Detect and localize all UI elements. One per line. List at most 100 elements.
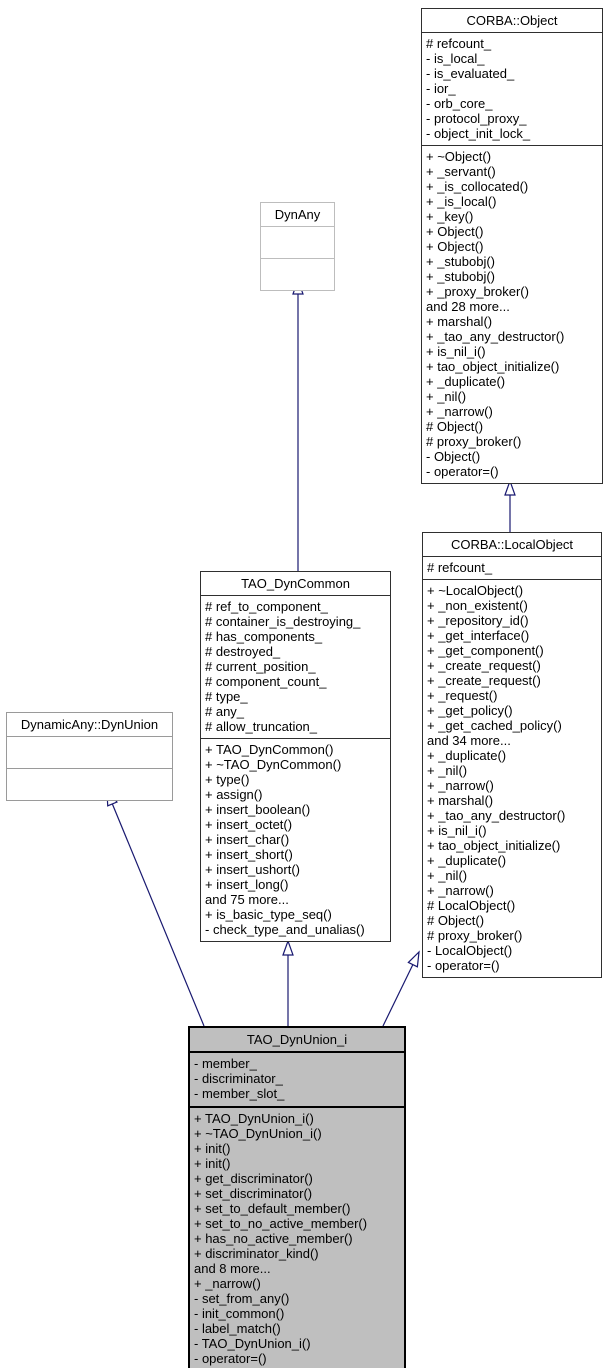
member-row: # allow_truncation_ — [205, 719, 318, 734]
member-row: and 28 more... — [426, 299, 510, 314]
member-row: - init_common() — [194, 1306, 285, 1321]
member-row: + tao_object_initialize() — [427, 838, 561, 853]
member-row: + is_nil_i() — [426, 344, 486, 359]
member-row: # refcount_ — [426, 36, 492, 51]
member-row: + type() — [205, 772, 250, 787]
member-row: + set_discriminator() — [194, 1186, 313, 1201]
member-row: + ~TAO_DynCommon() — [205, 757, 342, 772]
member-row: + _narrow() — [427, 778, 494, 793]
class-box-corba-localobject[interactable]: CORBA::LocalObject # refcount_ + ~LocalO… — [422, 532, 602, 978]
edge-dynunion-i-to-dynamicany-dynunion — [106, 789, 205, 1027]
member-row: - discriminator_ — [194, 1071, 283, 1086]
member-row: # has_components_ — [205, 629, 323, 644]
member-row: - operator=() — [427, 958, 500, 973]
member-row: - ior_ — [426, 81, 456, 96]
member-row: + _duplicate() — [427, 748, 507, 763]
member-row: - is_local_ — [426, 51, 485, 66]
member-row: + _repository_id() — [427, 613, 529, 628]
member-row: + _stubobj() — [426, 254, 496, 269]
member-row: + Object() — [426, 239, 484, 254]
member-row: + insert_short() — [205, 847, 293, 862]
member-row: - operator=() — [194, 1351, 267, 1366]
attributes-section: # refcount_- is_local_- is_evaluated_- i… — [422, 32, 602, 145]
methods-section: + TAO_DynUnion_i()+ ~TAO_DynUnion_i()+ i… — [190, 1106, 404, 1368]
member-row: + _proxy_broker() — [426, 284, 529, 299]
member-row: + _nil() — [426, 389, 467, 404]
member-row: + _narrow() — [426, 404, 493, 419]
member-row: + _create_request() — [427, 673, 541, 688]
class-title: CORBA::Object — [466, 13, 558, 28]
member-row: # current_position_ — [205, 659, 316, 674]
member-row: + marshal() — [427, 793, 494, 808]
member-row: + init() — [194, 1141, 231, 1156]
methods-section: + TAO_DynCommon()+ ~TAO_DynCommon()+ typ… — [201, 738, 390, 941]
edge-dynunion-i-to-corba-localobject — [382, 950, 420, 1027]
class-box-tao-dyncommon[interactable]: TAO_DynCommon # ref_to_component_# conta… — [200, 571, 391, 942]
class-box-dynany[interactable]: DynAny — [260, 202, 335, 291]
attributes-section: # refcount_ — [423, 556, 601, 579]
member-row: + insert_boolean() — [205, 802, 311, 817]
member-row: # refcount_ — [427, 560, 493, 575]
class-box-corba-object[interactable]: CORBA::Object # refcount_- is_local_- is… — [421, 8, 603, 484]
member-row: + _tao_any_destructor() — [426, 329, 565, 344]
member-row: + set_to_default_member() — [194, 1201, 351, 1216]
member-row: - LocalObject() — [427, 943, 513, 958]
member-row: + is_basic_type_seq() — [205, 907, 332, 922]
attributes-section: - member_- discriminator_- member_slot_ — [190, 1051, 404, 1106]
member-row: - object_init_lock_ — [426, 126, 531, 141]
member-row: # LocalObject() — [427, 898, 516, 913]
member-row: # proxy_broker() — [426, 434, 522, 449]
methods-section: + ~Object()+ _servant()+ _is_collocated(… — [422, 145, 602, 483]
member-row: + _nil() — [427, 868, 468, 883]
member-row: + TAO_DynUnion_i() — [194, 1111, 314, 1126]
member-row: # any_ — [205, 704, 245, 719]
member-row: + TAO_DynCommon() — [205, 742, 334, 757]
member-row: - check_type_and_unalias() — [205, 922, 365, 937]
member-row: + discriminator_kind() — [194, 1246, 319, 1261]
member-row: + insert_octet() — [205, 817, 293, 832]
member-row: and 75 more... — [205, 892, 289, 907]
member-row: + get_discriminator() — [194, 1171, 313, 1186]
class-title: TAO_DynCommon — [241, 576, 350, 591]
member-row: - Object() — [426, 449, 481, 464]
member-row: + has_no_active_member() — [194, 1231, 353, 1246]
member-row: - member_ — [194, 1056, 257, 1071]
member-row: + _tao_any_destructor() — [427, 808, 566, 823]
member-row: + is_nil_i() — [427, 823, 487, 838]
class-box-dynamicany-dynunion[interactable]: DynamicAny::DynUnion — [6, 712, 173, 801]
member-row: + _non_existent() — [427, 598, 528, 613]
member-row: - operator=() — [426, 464, 499, 479]
member-row: + assign() — [205, 787, 263, 802]
member-row: + marshal() — [426, 314, 493, 329]
member-row: + _duplicate() — [426, 374, 506, 389]
member-row: + _duplicate() — [427, 853, 507, 868]
member-row: and 34 more... — [427, 733, 511, 748]
member-row: + _get_interface() — [427, 628, 530, 643]
member-row: + init() — [194, 1156, 231, 1171]
member-row: # component_count_ — [205, 674, 327, 689]
member-row: + tao_object_initialize() — [426, 359, 560, 374]
member-row: + insert_ushort() — [205, 862, 301, 877]
member-row: + insert_char() — [205, 832, 290, 847]
member-row: + _narrow() — [427, 883, 494, 898]
member-row: # destroyed_ — [205, 644, 281, 659]
class-box-tao-dynunion-i[interactable]: TAO_DynUnion_i - member_- discriminator_… — [188, 1026, 406, 1368]
member-row: + _is_local() — [426, 194, 497, 209]
member-row: + _get_component() — [427, 643, 544, 658]
member-row: - is_evaluated_ — [426, 66, 515, 81]
member-row: + _get_cached_policy() — [427, 718, 562, 733]
member-row: # Object() — [426, 419, 484, 434]
member-row: + _request() — [427, 688, 498, 703]
attributes-section-empty — [7, 736, 172, 768]
member-row: + insert_long() — [205, 877, 289, 892]
member-row: # ref_to_component_ — [205, 599, 328, 614]
attributes-section: # ref_to_component_# container_is_destro… — [201, 595, 390, 738]
member-row: - member_slot_ — [194, 1086, 285, 1101]
member-row: - TAO_DynUnion_i() — [194, 1336, 311, 1351]
member-row: + Object() — [426, 224, 484, 239]
class-title: DynAny — [274, 207, 321, 222]
member-row: + ~Object() — [426, 149, 492, 164]
member-row: - protocol_proxy_ — [426, 111, 527, 126]
methods-section-empty — [261, 258, 334, 290]
